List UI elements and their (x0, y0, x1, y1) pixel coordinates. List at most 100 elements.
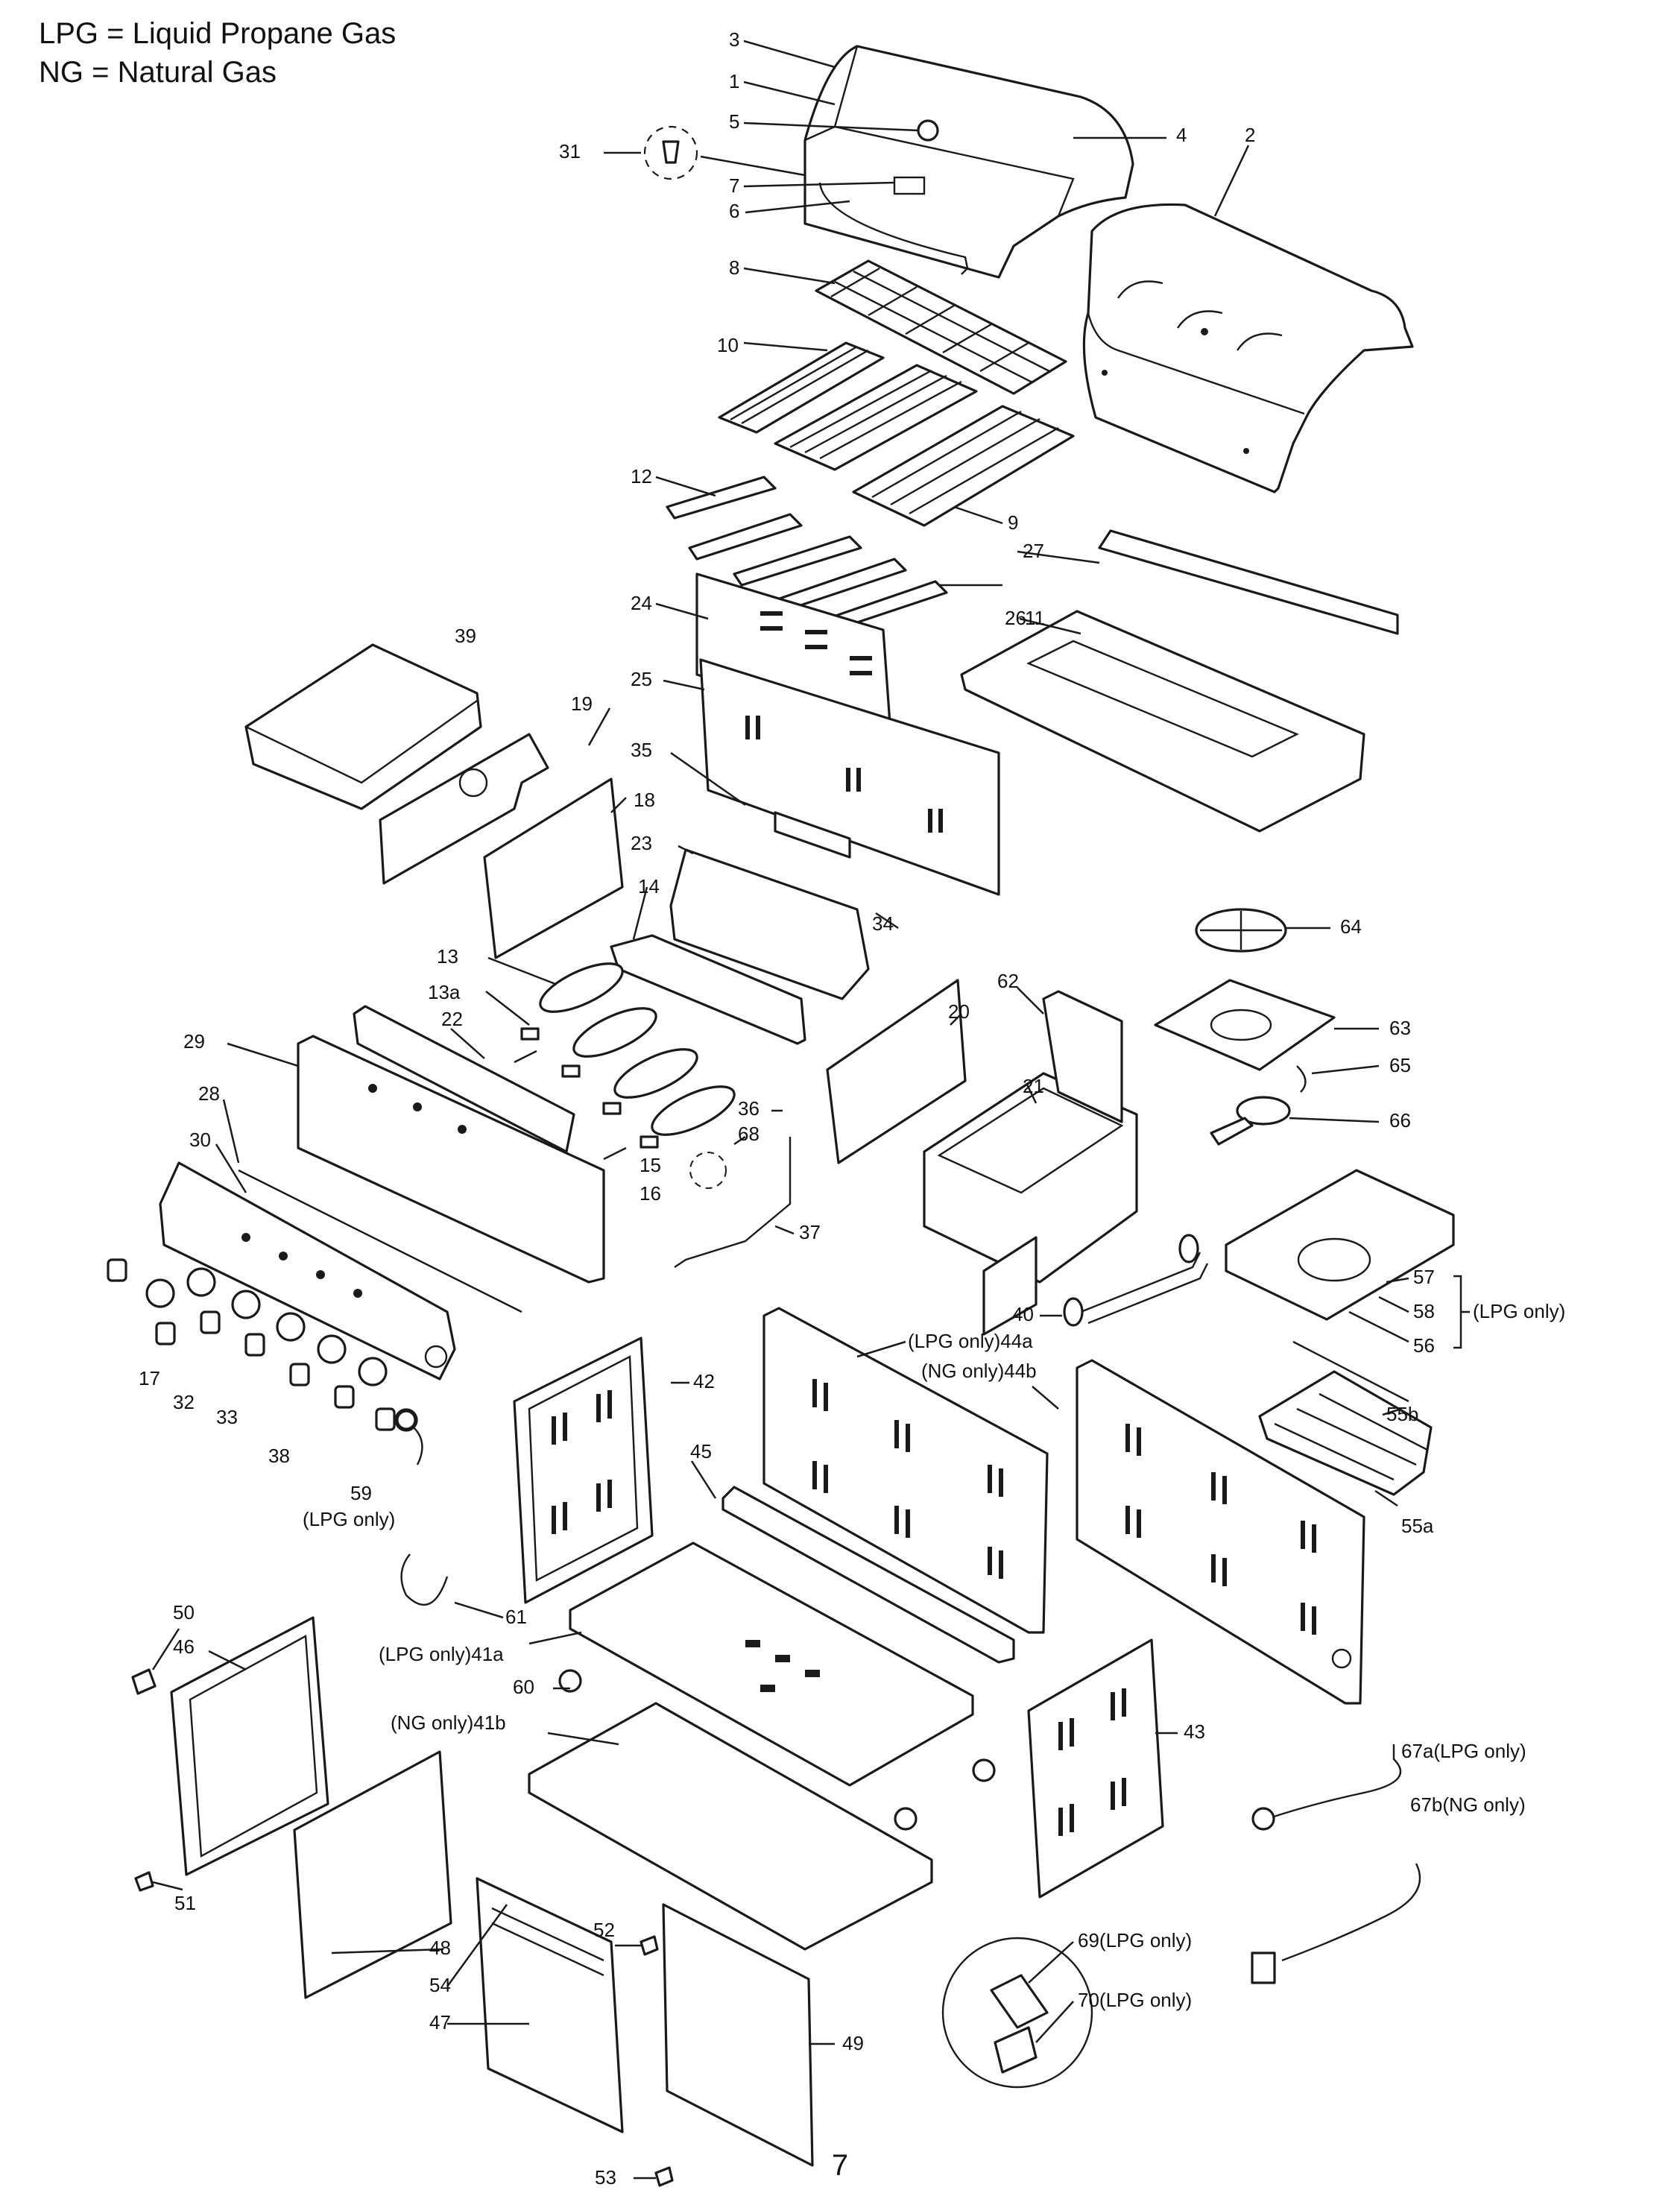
callout-label: 60 (513, 1676, 534, 1698)
callout-label: 26 (1005, 607, 1026, 629)
grease-tray-assembly (960, 529, 1399, 833)
callout-label: (LPG only)44a (908, 1330, 1033, 1352)
callout-label: (NG only)44b (921, 1360, 1037, 1382)
callout-label: 65 (1389, 1054, 1411, 1076)
side-table-frame (923, 990, 1138, 1336)
callout-label: 29 (183, 1030, 205, 1053)
callout-label: (NG only)41b (391, 1711, 506, 1734)
casters (558, 1669, 996, 1831)
callout-label: 24 (631, 592, 652, 614)
callout-label: 6 (729, 200, 739, 222)
callout-label: 46 (173, 1635, 195, 1658)
callout-label: 19 (571, 692, 593, 715)
callout-label: 17 (139, 1367, 160, 1389)
callout-label: 36 (738, 1097, 760, 1120)
towel-bar (1063, 1234, 1209, 1327)
bottom-shelves (528, 1542, 974, 1951)
cabinet-frame-right (1027, 1638, 1164, 1899)
callout-label: 70(LPG only) (1078, 1989, 1192, 2011)
callout-label: 21 (1023, 1075, 1044, 1097)
cooking-grids (718, 341, 1075, 527)
callout-label: 23 (631, 832, 652, 854)
callout-label: 42 (693, 1370, 715, 1392)
legend: LPG = Liquid Propane Gas NG = Natural Ga… (39, 17, 396, 89)
callout-label: 13a (428, 981, 461, 1003)
leader-lines (151, 40, 1470, 2180)
callout-label: 69(LPG only) (1078, 1929, 1192, 1951)
callout-label: 13 (437, 945, 458, 968)
callout-label: 67a(LPG only) (1401, 1740, 1526, 1762)
callout-label: 10 (717, 334, 739, 356)
callout-label: 18 (634, 789, 655, 811)
cabinet-frame-left (513, 1337, 654, 1604)
callout-label: 14 (638, 875, 660, 897)
callout-label: 1 (729, 70, 739, 92)
callout-label: 61 (505, 1606, 527, 1628)
lid-assembly (803, 45, 1134, 279)
callout-label: 3 (729, 28, 739, 51)
callout-label: 59 (350, 1482, 372, 1504)
callout-label: 33 (216, 1406, 238, 1428)
legend-ng: NG = Natural Gas (39, 56, 277, 89)
cabinet-door-right (662, 1903, 814, 2167)
igniter-bracket (674, 1137, 792, 1268)
thermometer-detail (643, 125, 698, 180)
callout-label: 5 (729, 110, 739, 133)
storage-basket (1258, 1340, 1433, 1496)
callout-label: 50 (173, 1601, 195, 1624)
callout-label: 16 (640, 1182, 661, 1205)
cabinet-rear-panel (762, 1307, 1049, 1634)
callout-label: 35 (631, 739, 652, 761)
callout-label: 30 (189, 1129, 211, 1151)
callout-label: 40 (1012, 1303, 1034, 1325)
callout-label: 62 (997, 970, 1019, 992)
callout-label: 39 (455, 625, 476, 647)
heat-shield (1082, 203, 1414, 493)
callout-label: 8 (729, 256, 739, 279)
callout-label: 63 (1389, 1017, 1411, 1039)
rear-panels (695, 572, 1000, 896)
callout-label: 49 (842, 2032, 864, 2054)
side-panels (483, 777, 967, 1164)
callout-label: 2 (1245, 124, 1255, 146)
callout-label: 12 (631, 465, 652, 487)
callout-label: (LPG only) (1473, 1300, 1565, 1322)
fitting-detail (941, 1937, 1093, 2089)
callout-label: 66 (1389, 1109, 1411, 1132)
callout-label: 53 (595, 2166, 616, 2189)
callout-label: 52 (593, 1919, 615, 1941)
callout-label: 45 (690, 1440, 712, 1462)
callout-label: 25 (631, 668, 652, 690)
side-burner-lid (244, 643, 549, 885)
cabinet-rear-panel-ng (1076, 1359, 1365, 1705)
callout-label: 9 (1008, 511, 1018, 534)
callout-label: 43 (1184, 1720, 1205, 1743)
callout-label: 22 (441, 1008, 463, 1030)
callout-label: 31 (559, 140, 581, 162)
warming-rack (815, 259, 1067, 395)
callout-label: 37 (799, 1221, 821, 1243)
callout-label: (LPG only) (303, 1508, 395, 1530)
control-panels (159, 1005, 605, 1381)
callout-label: 15 (640, 1154, 661, 1176)
small-hardware (131, 1668, 674, 2187)
side-burner-parts (1154, 908, 1336, 1146)
callout-label: 57 (1413, 1266, 1435, 1288)
part-drawings (107, 45, 1455, 2187)
callout-label: 68 (738, 1123, 760, 1145)
igniter (396, 1410, 449, 1606)
callout-label: 4 (1176, 124, 1187, 146)
callout-label: (LPG only)41a (379, 1643, 504, 1665)
callout-label: 58 (1413, 1300, 1435, 1322)
callout-label: 56 (1413, 1334, 1435, 1357)
page-number: 7 (832, 2149, 848, 2182)
cabinet-door-left (476, 1877, 624, 2133)
cabinet-left-side (170, 1616, 452, 1999)
callout-label: 55a (1401, 1515, 1434, 1537)
side-burner-box (1225, 1169, 1455, 1321)
cookbox (610, 811, 870, 1045)
callout-label: 55b (1386, 1403, 1418, 1425)
callout-label: 11 (1025, 607, 1045, 629)
